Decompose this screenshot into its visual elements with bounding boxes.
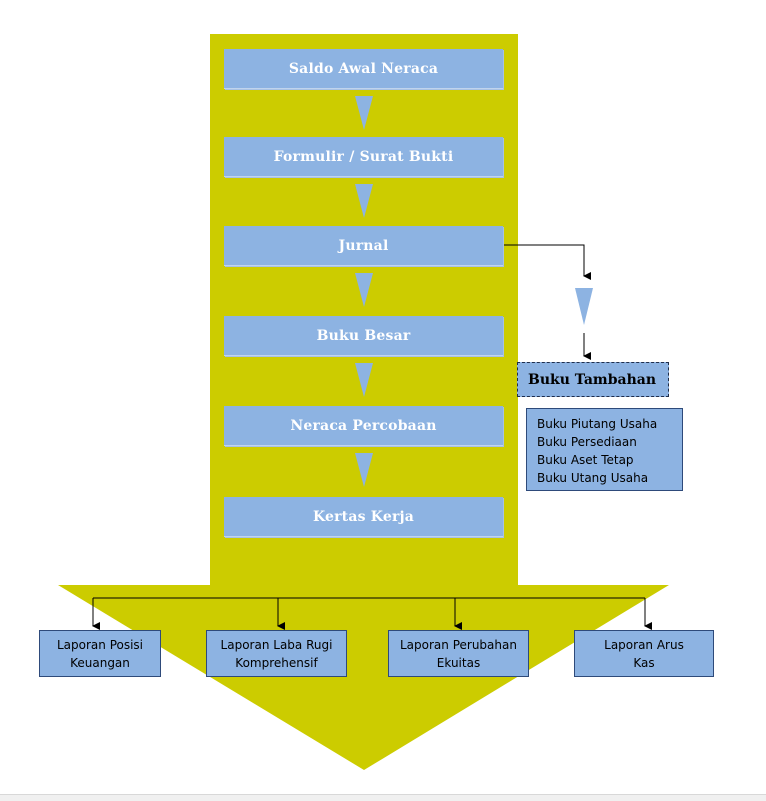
step-formulir-surat-bukti: Formulir / Surat Bukti <box>224 137 503 177</box>
flow-triangle-5 <box>355 453 373 487</box>
flow-triangle-4 <box>355 363 373 397</box>
report-laporan-arus-kas: Laporan Arus Kas <box>574 630 714 677</box>
buku-tambahan-list: Buku Piutang Usaha Buku Persediaan Buku … <box>526 408 683 491</box>
report-laporan-laba-rugi-komprehensif: Laporan Laba Rugi Komprehensif <box>206 630 347 677</box>
report-label-line2: Ekuitas <box>436 655 481 670</box>
report-laporan-posisi-keuangan: Laporan Posisi Keuangan <box>39 630 161 677</box>
report-label-line1: Laporan Perubahan <box>400 637 517 652</box>
connector-jurnal-to-side <box>504 244 591 280</box>
report-laporan-perubahan-ekuitas: Laporan Perubahan Ekuitas <box>388 630 529 677</box>
main-flow-arrow-shape <box>58 34 669 770</box>
report-label-line1: Laporan Laba Rugi <box>220 637 333 652</box>
list-item: Buku Utang Usaha <box>537 471 649 485</box>
step-saldo-awal-neraca: Saldo Awal Neraca <box>224 49 503 89</box>
step-kertas-kerja: Kertas Kerja <box>224 497 503 537</box>
list-item: Buku Persediaan <box>537 435 637 449</box>
report-label-line2: Komprehensif <box>235 655 318 670</box>
side-flow-triangle <box>575 288 593 325</box>
window-bottom-edge <box>0 794 766 801</box>
list-item: Buku Aset Tetap <box>537 453 634 467</box>
step-buku-besar: Buku Besar <box>224 316 503 356</box>
flow-triangle-1 <box>355 96 373 130</box>
flow-triangle-3 <box>355 273 373 307</box>
report-label-line1: Laporan Posisi <box>56 637 144 652</box>
report-label-line2: Kas <box>633 655 655 670</box>
list-item: Buku Piutang Usaha <box>537 417 658 431</box>
step-jurnal: Jurnal <box>224 226 503 266</box>
buku-tambahan-title: Buku Tambahan <box>528 371 657 388</box>
step-neraca-percobaan: Neraca Percobaan <box>224 406 503 446</box>
report-label-line1: Laporan Arus <box>604 637 684 652</box>
buku-tambahan-box: Buku Tambahan <box>517 362 669 397</box>
report-label-line2: Keuangan <box>70 655 130 670</box>
flow-triangle-2 <box>355 184 373 218</box>
